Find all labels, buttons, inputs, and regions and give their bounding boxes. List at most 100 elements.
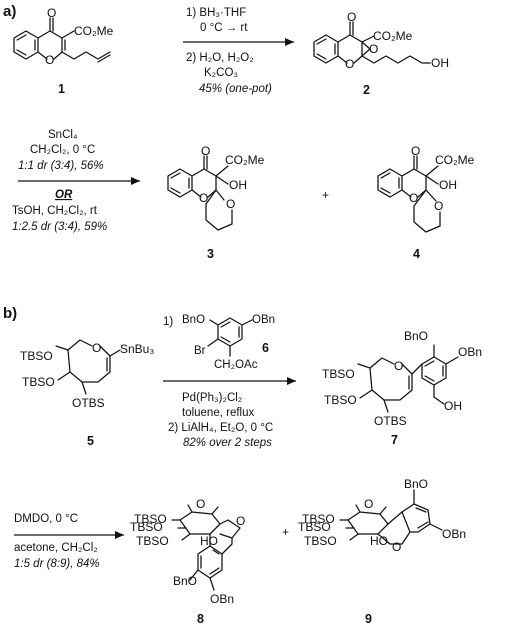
compound-2: O O O CO₂Me OH 2: [313, 10, 449, 97]
reaction-arrow-3-head: [287, 377, 296, 385]
c3-ring-oxygen: O: [199, 191, 208, 205]
c1-ester: CO₂Me: [74, 24, 114, 38]
compound-8: TBSO TBSO TBSO O O HO BnO OBn 8: [130, 497, 245, 626]
c9-ring-oxygen: O: [364, 497, 373, 511]
c9-tbso-3: TBSO: [304, 534, 337, 548]
step2-conditions: SnCl₄ CH₂Cl₂, 0 °C 1:1 dr (3:4), 56% OR …: [12, 129, 107, 233]
step2-or: OR: [55, 189, 73, 201]
step4-line1: DMDO, 0 °C: [14, 513, 78, 525]
c8-tbso-3: TBSO: [136, 534, 169, 548]
step1-line2: 0 °C → rt: [200, 22, 248, 34]
compound-4-number: 4: [413, 247, 420, 261]
step4-line2: acetone, CH₂Cl₂: [14, 542, 98, 554]
compound-6: BnO OBn Br CH₂OAc 6: [182, 314, 275, 371]
c3-ketone-oxygen: O: [201, 144, 210, 158]
step2-dr2: 1:2.5 dr (3:4), 59%: [12, 221, 107, 233]
c2-ketone-oxygen: O: [347, 10, 356, 24]
step1-line3: 2) H₂O, H₂O₂: [186, 52, 254, 64]
c8-bno: BnO: [173, 574, 197, 588]
c8-tbso-1: TBSO: [134, 512, 167, 526]
plus-sign-a: +: [322, 188, 329, 202]
c9-furan-oxygen: O: [392, 540, 401, 554]
reaction-arrow-2-head: [131, 177, 140, 185]
c8-furan-oxygen: O: [236, 514, 245, 528]
step3-line1: Pd(Ph₃)₂Cl₂: [182, 392, 242, 404]
c5-stannane: SnBu₃: [120, 342, 154, 356]
c9-bno: BnO: [404, 477, 428, 491]
step2-solvent1: CH₂Cl₂, 0 °C: [30, 144, 95, 156]
compound-7-number: 7: [391, 433, 398, 447]
c8-obn: OBn: [210, 592, 234, 606]
c2-hydroxyl: OH: [431, 56, 449, 70]
c2-epoxide-oxygen: O: [369, 42, 378, 56]
step1-conditions: 1) BH₃·THF 0 °C → rt 2) H₂O, H₂O₂ K₂CO₃ …: [186, 7, 272, 95]
c7-tbso-primary: TBSO: [322, 367, 355, 381]
c2-ester: CO₂Me: [373, 29, 413, 43]
step4-conditions: DMDO, 0 °C acetone, CH₂Cl₂ 1:5 dr (8:9),…: [14, 513, 100, 570]
step3-line2: toluene, reflux: [182, 407, 254, 419]
c5-tbso-secondary: TBSO: [22, 375, 55, 389]
c5-tbso-primary: TBSO: [20, 349, 53, 363]
plus-sign-b: +: [282, 525, 289, 539]
compound-5: O SnBu₃ TBSO TBSO OTBS 5: [20, 339, 154, 448]
c8-ring-oxygen: O: [196, 497, 205, 511]
compound-1: O O CO₂Me 1: [13, 6, 114, 96]
step3-conditions: 1) BnO OBn Br CH₂OAc 6 Pd(Ph₃)₂Cl₂ tolue…: [163, 314, 275, 449]
compound-1-number: 1: [58, 82, 65, 96]
compound-5-number: 5: [87, 434, 94, 448]
step2-reagent1: SnCl₄: [48, 129, 78, 141]
step2-dr1: 1:1 dr (3:4), 56%: [18, 160, 104, 172]
c5-otbs: OTBS: [72, 396, 105, 410]
c1-ketone-oxygen: O: [47, 6, 56, 20]
reaction-arrow-1-head: [285, 38, 294, 46]
step1-line4: K₂CO₃: [204, 67, 238, 79]
step1-line1: 1) BH₃·THF: [186, 7, 246, 19]
step4-dr: 1:5 dr (8:9), 84%: [14, 558, 100, 570]
c4-ester: CO₂Me: [435, 153, 475, 167]
c9-obn: OBn: [442, 527, 466, 541]
c6-bromine: Br: [194, 345, 206, 357]
step2-reagent2: TsOH, CH₂Cl₂, rt: [12, 205, 98, 217]
step3-prefix: 1): [163, 316, 173, 328]
c4-hydroxyl: OH: [439, 178, 457, 192]
c7-bno: BnO: [404, 329, 428, 343]
c8-tbso-2: TBSO: [130, 520, 163, 534]
c7-otbs: OTBS: [374, 414, 407, 428]
c7-hydroxyl: OH: [444, 399, 462, 413]
c6-obn: OBn: [252, 314, 275, 326]
c9-hydroxyl: HO: [370, 534, 388, 548]
c3-ester: CO₂Me: [225, 153, 265, 167]
c6-bno: BnO: [182, 314, 205, 326]
step3-yield: 82% over 2 steps: [183, 437, 272, 449]
compound-6-number: 6: [262, 341, 269, 355]
reaction-arrow-4-head: [115, 531, 124, 539]
c5-ring-oxygen: O: [92, 341, 101, 355]
c8-hydroxyl: HO: [200, 534, 218, 548]
panel-b-label: b): [3, 305, 17, 322]
compound-8-number: 8: [197, 612, 204, 626]
c9-tbso-2: TBSO: [298, 520, 331, 534]
c4-ketone-oxygen: O: [411, 144, 420, 158]
c1-ring-oxygen: O: [45, 53, 54, 67]
compound-9: TBSO TBSO TBSO O O HO BnO OBn 9: [298, 477, 466, 626]
c7-obn: OBn: [458, 345, 482, 359]
compound-2-number: 2: [363, 83, 370, 97]
compound-4: O O O CO₂Me OH 4: [377, 144, 475, 261]
compound-3-number: 3: [207, 247, 214, 261]
c3-hydroxyl: OH: [229, 178, 247, 192]
compound-7: O TBSO TBSO OTBS BnO OBn OH 7: [322, 329, 482, 447]
step3-line3: 2) LiAlH₄, Et₂O, 0 °C: [168, 422, 273, 434]
step1-yield: 45% (one-pot): [199, 83, 272, 95]
c6-ch2oac: CH₂OAc: [214, 359, 258, 371]
c4-spiro-oxygen: O: [434, 199, 443, 213]
c2-ring-oxygen: O: [345, 57, 354, 71]
compound-9-number: 9: [365, 612, 372, 626]
compound-3: O O O CO₂Me OH 3: [167, 144, 265, 261]
c7-ring-oxygen: O: [394, 359, 403, 373]
c3-spiro-oxygen: O: [226, 197, 235, 211]
panel-a-label: a): [3, 3, 16, 20]
c4-ring-oxygen: O: [409, 191, 418, 205]
c7-tbso-secondary: TBSO: [324, 393, 357, 407]
c9-tbso-1: TBSO: [302, 512, 335, 526]
